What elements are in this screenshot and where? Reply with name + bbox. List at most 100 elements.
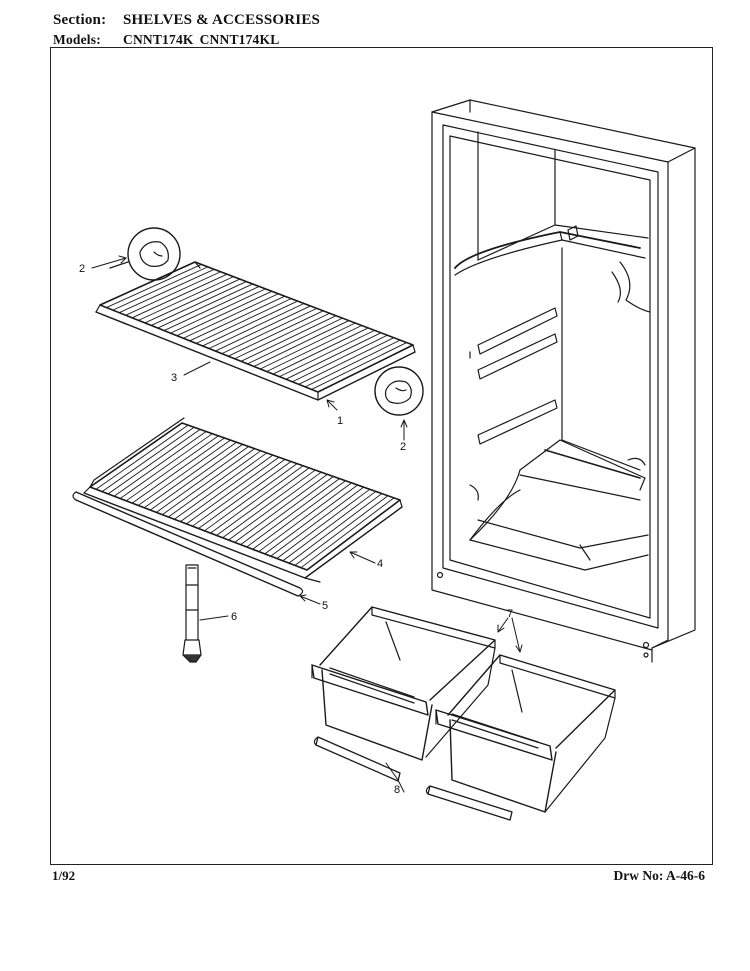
shelf-wire — [195, 298, 292, 344]
models-label: Models: — [53, 32, 101, 47]
shelf-rib — [300, 497, 395, 569]
shelf-wire — [157, 283, 254, 329]
crisper-pan-left — [311, 606, 496, 761]
shelf-rib — [294, 495, 389, 566]
shelf-wire — [189, 295, 286, 342]
callout-7: 7 — [507, 608, 513, 620]
shelf-rib — [143, 441, 237, 509]
shelf-rib — [210, 465, 304, 534]
clip-detail-lower — [374, 366, 424, 416]
shelf-rib — [240, 476, 334, 546]
shelf-wire — [125, 271, 222, 316]
shelf-rib — [125, 435, 219, 502]
callout-8: 8 — [394, 784, 400, 796]
shelf-wire — [144, 278, 241, 324]
shelf-rib — [137, 439, 231, 506]
upper-shelf-wires — [105, 263, 408, 390]
shelf-rib — [119, 433, 213, 499]
shelf-rib — [95, 424, 189, 490]
shelf-wire — [304, 339, 401, 388]
shelf-rib — [101, 426, 195, 493]
shelf-rib — [216, 467, 310, 536]
shelf-wire — [221, 307, 318, 355]
shelf-support-part — [182, 564, 202, 663]
section-header: Section: SHELVES & ACCESSORIES — [53, 12, 320, 29]
drawing-number: Drw No: A-46-6 — [613, 868, 705, 883]
shelf-rib — [179, 454, 274, 523]
shelf-wire — [112, 266, 209, 311]
shelf-rib — [264, 484, 359, 555]
shelf-wire — [118, 268, 215, 314]
shelf-wire — [311, 342, 408, 390]
callout-6: 6 — [231, 611, 237, 623]
shelf-rib — [258, 482, 353, 553]
section-label: Section: — [53, 12, 107, 28]
shelf-rib — [131, 437, 225, 504]
shelf-wire — [272, 327, 369, 375]
model-number: CNNT174K — [123, 32, 194, 47]
shelf-rib — [246, 478, 340, 548]
shelf-rib — [113, 431, 207, 497]
lower-glass-shelf — [83, 417, 403, 583]
shelf-wire — [105, 263, 202, 309]
shelf-wire — [266, 325, 363, 372]
clip-detail-upper — [109, 227, 181, 281]
models-header: Models: CNNT174K CNNT174KL — [53, 32, 285, 48]
shelf-wire — [202, 300, 299, 347]
shelf-rib — [173, 452, 268, 520]
shelf-wire — [150, 281, 247, 326]
shelf-wire — [291, 334, 388, 383]
drawing-frame — [50, 47, 713, 865]
callout-5: 5 — [322, 600, 328, 612]
shelf-rib — [161, 448, 256, 516]
shelf-rib — [192, 458, 286, 527]
crisper-pan-right — [435, 654, 616, 813]
callout-leaders — [91, 255, 523, 793]
shelf-wire — [240, 315, 337, 362]
shelf-rib — [282, 490, 377, 562]
shelf-rib — [107, 428, 201, 495]
shelf-wire — [298, 337, 395, 385]
shelf-wire — [227, 310, 324, 357]
shelf-rib — [270, 486, 365, 557]
shelf-rib — [234, 473, 328, 543]
callout-4: 4 — [377, 558, 383, 570]
shelf-rib — [155, 446, 250, 513]
shelf-wire — [182, 293, 279, 339]
shelf-rib — [228, 471, 322, 541]
refrigerator-cabinet — [431, 99, 696, 663]
shelf-wire — [247, 317, 343, 365]
model-number: CNNT174KL — [199, 32, 280, 47]
shelf-wire — [234, 312, 331, 360]
callout-3: 3 — [171, 372, 177, 384]
shelf-wire — [163, 285, 260, 332]
shelf-rib — [222, 469, 316, 539]
shelf-rib — [185, 456, 280, 525]
shelf-rib — [276, 488, 371, 559]
upper-wire-shelf — [95, 261, 416, 401]
shelf-rib — [204, 463, 298, 532]
drawing-footer: 1/92 Drw No: A-46-6 — [50, 865, 713, 887]
shelf-rib — [252, 480, 346, 550]
drawing-date: 1/92 — [52, 868, 76, 883]
shelf-wire — [170, 288, 266, 334]
shelf-rib — [198, 461, 292, 529]
callout-2: 2 — [400, 441, 406, 453]
crisper-strips — [313, 736, 513, 821]
shelf-wire — [259, 322, 356, 370]
section-title: SHELVES & ACCESSORIES — [123, 12, 321, 28]
shelf-rib — [288, 493, 383, 564]
shelf-wire — [285, 332, 382, 380]
shelf-wire — [208, 303, 305, 349]
callout-1: 1 — [337, 415, 343, 427]
lower-shelf-ribs — [95, 424, 395, 569]
shelf-front-trim — [72, 491, 304, 597]
shelf-wire — [138, 276, 234, 321]
shelf-wire — [279, 329, 375, 378]
shelf-wire — [214, 305, 311, 352]
callout-2: 2 — [79, 263, 85, 275]
callout-labels: 2 3 1 2 4 5 6 7 8 — [79, 263, 513, 796]
shelf-rib — [167, 450, 262, 518]
shelf-wire — [131, 273, 228, 319]
